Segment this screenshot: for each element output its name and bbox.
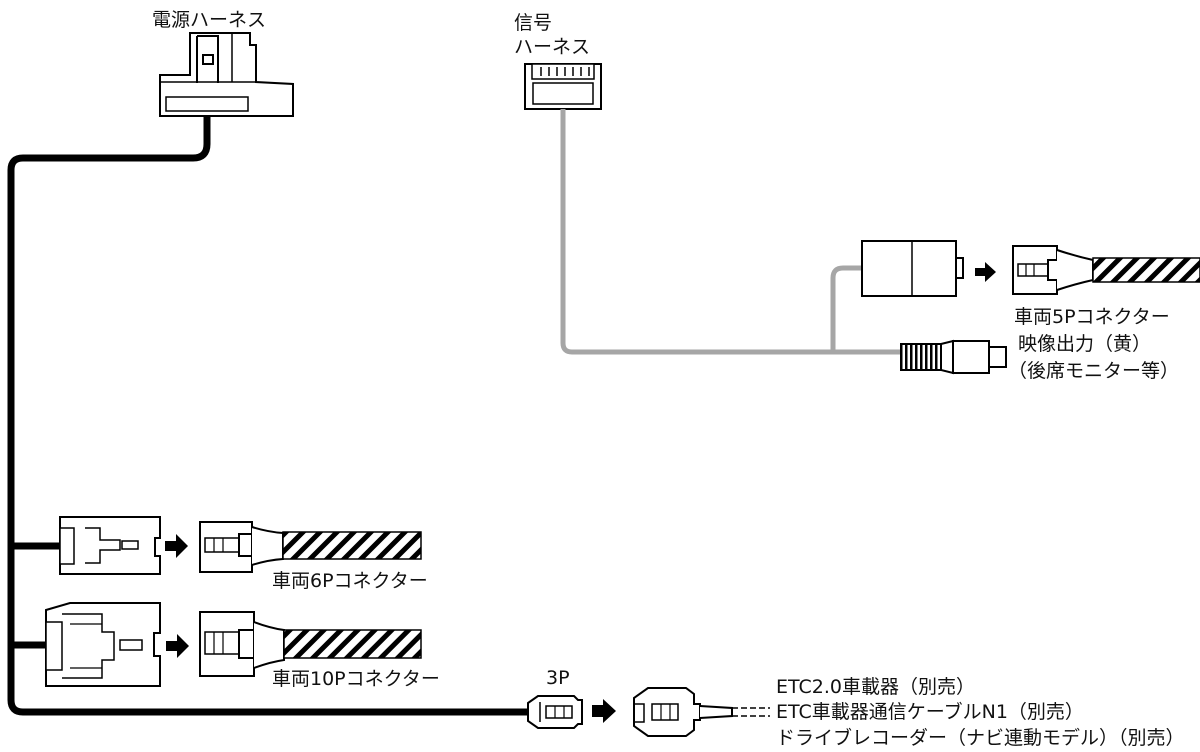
signal-harness-wire [560,109,905,355]
signal-harness-label-line1: 信号 [514,12,553,34]
video-output-plug [900,339,1007,375]
etc-label-line1: ETC2.0車載器（別売） [776,676,975,698]
harness-6p-connector [59,516,161,575]
etc-label-line2: ETC車載器通信ケーブルN1（別売） [776,701,1084,723]
signal-branch-wire [830,265,862,352]
vehicle-10p-label: 車両10Pコネクター [272,668,440,690]
signal-harness-label-line2: ハーネス [514,36,591,58]
harness-3p-connector [527,695,583,729]
signal-5p-connector [861,240,964,297]
power-harness-connector [159,32,294,117]
etc-label-line3: ドライブレコーダー（ナビ連動モデル）（別売） [776,727,1185,749]
arrow-icon [166,634,189,658]
power-harness-wire [7,116,530,716]
arrow-icon [165,534,188,558]
vehicle-10p-cable [283,629,422,659]
video-output-label: 映像出力（黄） [1018,333,1152,355]
vehicle-5p-connector [1012,245,1094,295]
arrow-icon [592,699,616,723]
arrow-icon [975,262,996,282]
harness-10p-connector [45,602,161,687]
rear-monitor-label: （後席モニター等） [1008,360,1180,382]
vehicle-10p-connector [199,611,285,677]
connector-3p-label: 3P [546,667,570,689]
etc-cable-connector [633,687,733,737]
vehicle-6p-label: 車両6Pコネクター [272,570,428,592]
vehicle-5p-cable [1092,257,1200,283]
vehicle-5p-label: 車両5Pコネクター [1014,306,1170,328]
vehicle-6p-cable [282,531,422,560]
power-harness-label: 電源ハーネス [152,9,267,31]
vehicle-6p-connector [199,521,284,573]
signal-harness-connector [524,63,602,110]
